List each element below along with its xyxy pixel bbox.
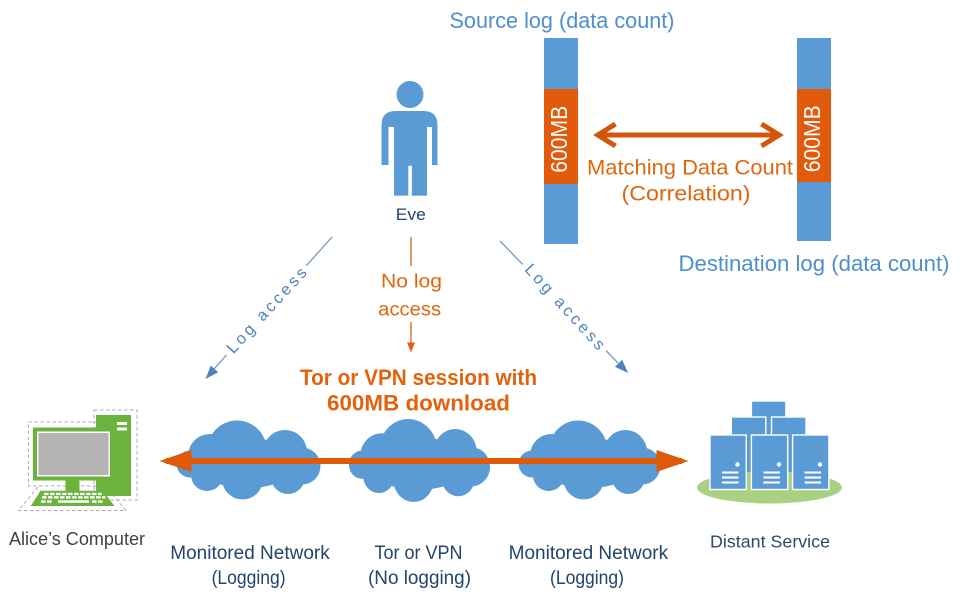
svg-text:Destination log (data count): Destination log (data count) xyxy=(679,251,950,276)
svg-text:No log: No log xyxy=(381,271,442,293)
svg-text:Alice’s Computer: Alice’s Computer xyxy=(9,529,145,549)
svg-text:(Logging): (Logging) xyxy=(550,567,624,589)
svg-text:Tor or VPN session with: Tor or VPN session with xyxy=(300,365,537,390)
svg-text:Tor or VPN: Tor or VPN xyxy=(375,542,463,564)
svg-text:Source log (data count): Source log (data count) xyxy=(450,8,675,33)
svg-text:Monitored Network: Monitored Network xyxy=(170,542,330,564)
svg-text:access: access xyxy=(378,299,441,321)
svg-text:600MB download: 600MB download xyxy=(327,391,510,416)
svg-text:Distant Service: Distant Service xyxy=(710,532,830,552)
svg-text:(No logging): (No logging) xyxy=(368,567,471,589)
svg-text:(Logging): (Logging) xyxy=(212,567,286,589)
svg-text:Eve: Eve xyxy=(396,205,426,224)
svg-text:600MB: 600MB xyxy=(546,106,572,173)
svg-text:Monitored Network: Monitored Network xyxy=(509,542,669,564)
svg-text:(Correlation): (Correlation) xyxy=(622,183,751,206)
svg-text:Matching Data Count: Matching Data Count xyxy=(587,157,793,180)
svg-text:600MB: 600MB xyxy=(799,105,825,172)
